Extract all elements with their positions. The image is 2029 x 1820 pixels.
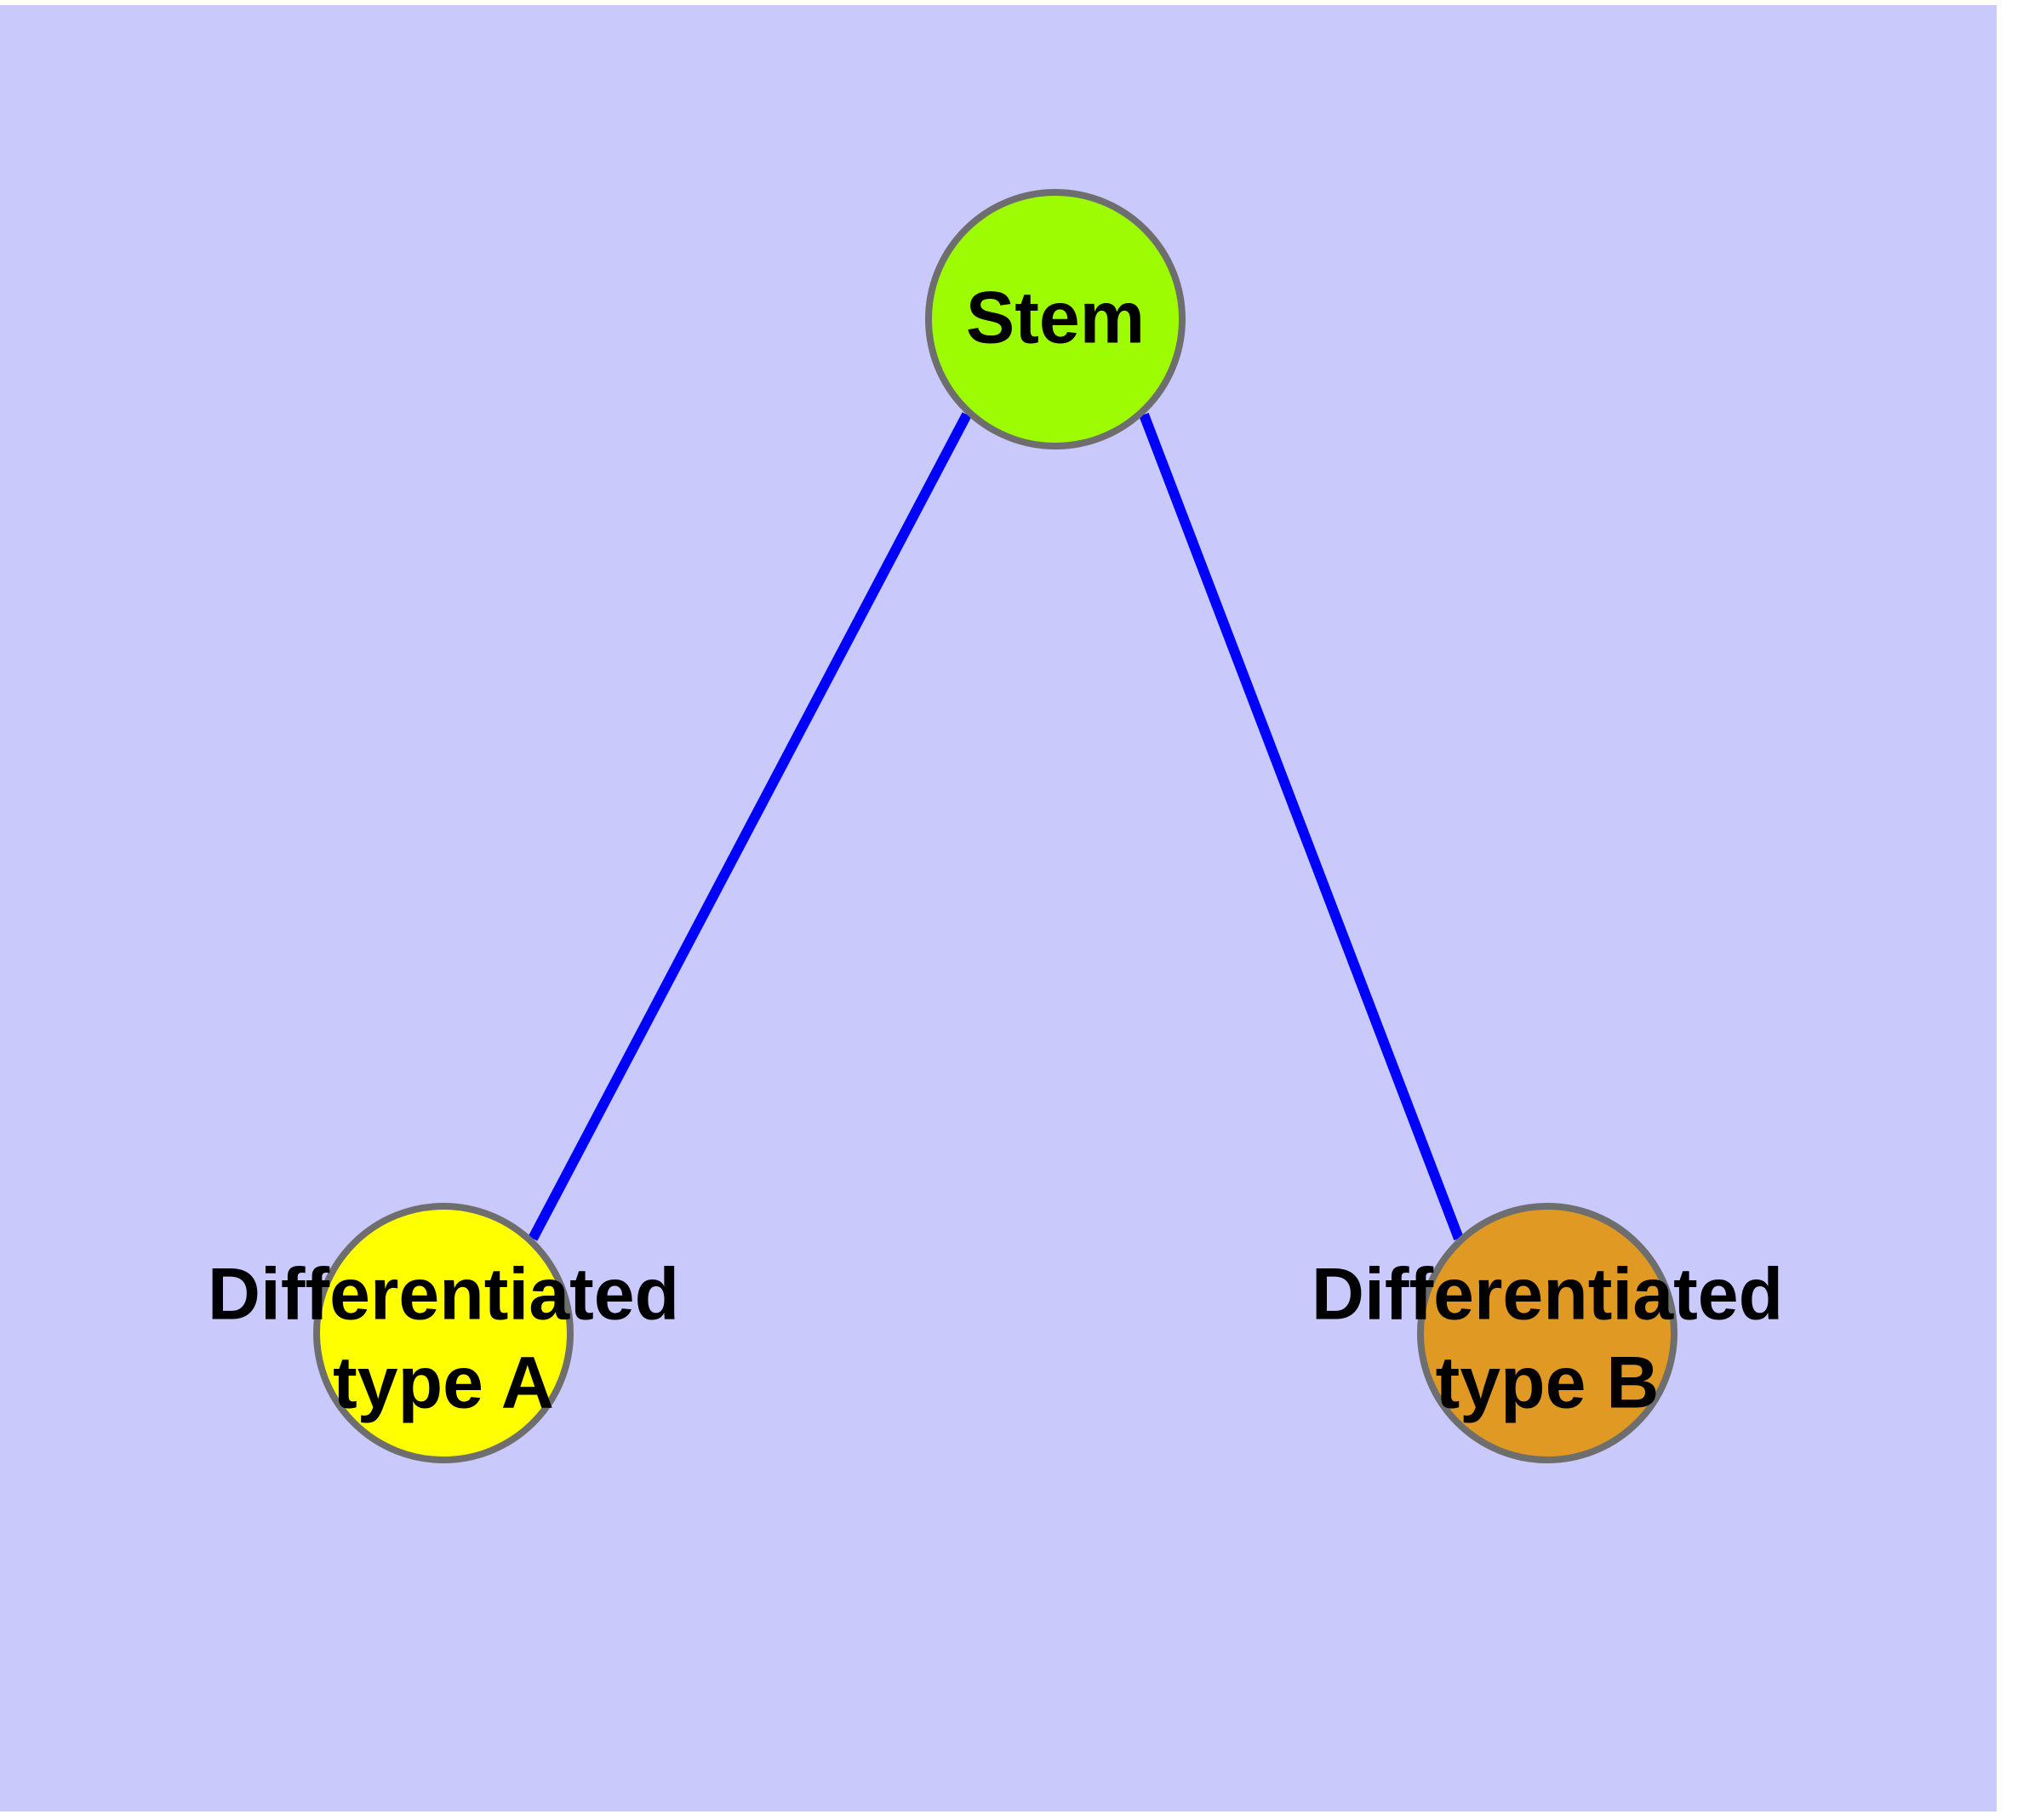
node-stem-label: Stem — [966, 278, 1145, 359]
edge-stem-to-differentiated-type-a[interactable] — [528, 412, 972, 1241]
node-differentiated-type-a-circle[interactable] — [313, 1203, 574, 1463]
node-differentiated-type-b-circle[interactable] — [1417, 1203, 1677, 1463]
edge-layer — [528, 412, 1464, 1241]
graph-svg: Stem Differentiated type A Differentiate… — [208, 189, 1783, 1463]
diagram-plot-area: Stem Differentiated type A Differentiate… — [0, 5, 1997, 1811]
node-layer — [313, 189, 1677, 1463]
edge-stem-to-differentiated-type-b[interactable] — [1139, 412, 1464, 1241]
node-differentiated-type-a-label-line1: Differentiated — [208, 1254, 679, 1336]
node-label-layer: Stem Differentiated type A Differentiate… — [208, 278, 1783, 1424]
node-differentiated-type-b-label-line1: Differentiated — [1312, 1254, 1783, 1336]
node-stem-circle[interactable] — [925, 189, 1186, 449]
node-differentiated-type-b-label-line2: type B — [1436, 1342, 1660, 1424]
node-differentiated-type-a-label-line2: type A — [333, 1342, 554, 1424]
